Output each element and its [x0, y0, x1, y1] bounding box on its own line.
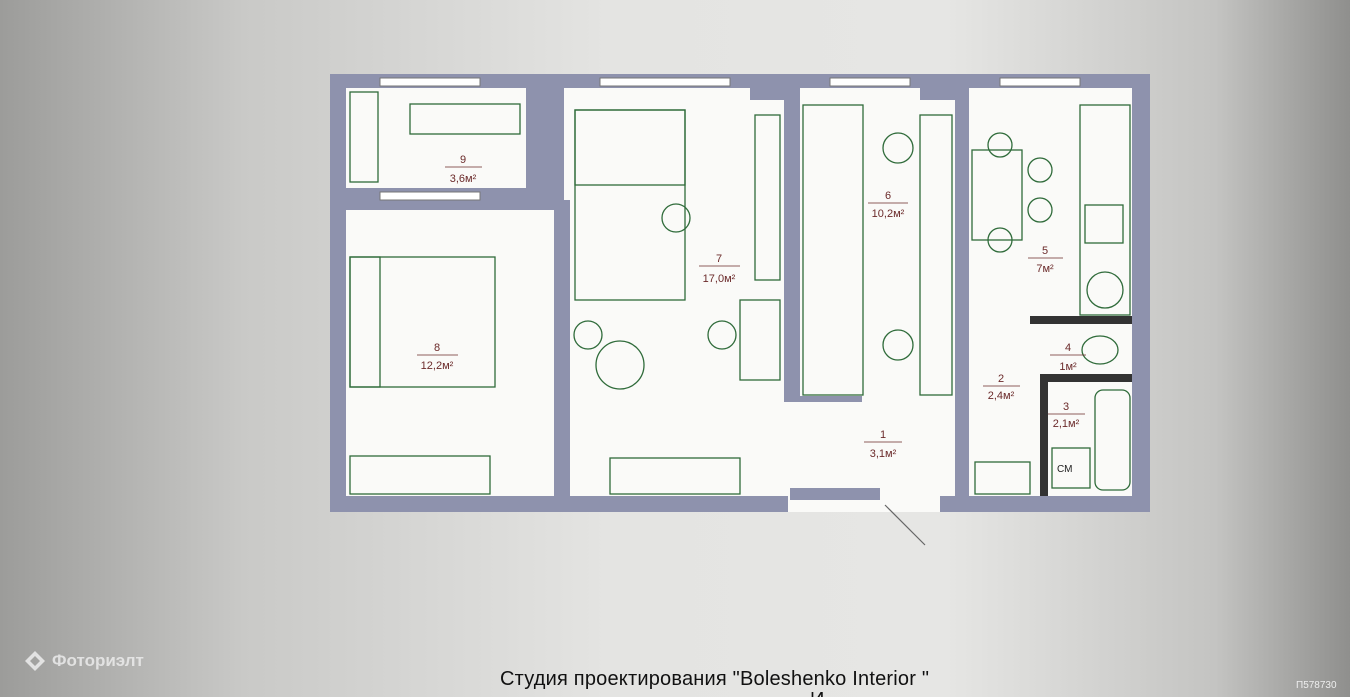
armchair	[595, 340, 645, 390]
room-number: 1	[880, 429, 886, 441]
room-area: 10,2м²	[872, 208, 905, 220]
room-area: 7м²	[1036, 263, 1054, 275]
chair-5	[1027, 157, 1053, 183]
desk-7	[739, 299, 781, 381]
storage-7	[609, 457, 741, 495]
window	[379, 191, 481, 201]
bunk-bed	[802, 104, 864, 396]
watermark: Фоториэлт	[24, 650, 144, 672]
caption-line-2: И	[810, 689, 824, 697]
wardrobe-9	[349, 91, 379, 183]
window	[599, 77, 731, 87]
wall-6-1	[800, 396, 862, 402]
wardrobe-8	[349, 455, 491, 495]
room-area: 3,6м²	[450, 173, 477, 185]
kitchen-counter	[1079, 104, 1131, 316]
wall-9-7	[526, 74, 564, 210]
room-number: 4	[1065, 342, 1071, 354]
plant	[661, 203, 691, 233]
storage-2	[974, 461, 1031, 495]
room-number: 2	[998, 373, 1004, 385]
walls	[330, 74, 1150, 512]
wall-5-4	[1030, 316, 1132, 324]
bathtub	[1094, 389, 1131, 491]
room-area: 2,4м²	[988, 390, 1015, 402]
plan-background	[330, 74, 1150, 512]
room-1: 1 3,1м²	[864, 429, 902, 460]
chair-5	[987, 132, 1013, 158]
desk-6	[919, 114, 953, 396]
room-area: 3,1м²	[870, 448, 897, 460]
sink	[1086, 271, 1124, 309]
room-9: 9 3,6м²	[445, 154, 482, 185]
fotorielt-logo-icon	[25, 651, 45, 671]
room-6: 6 10,2м²	[868, 190, 908, 220]
studio-caption: Студия проектирования "Boleshenko Interi…	[500, 668, 930, 690]
chair-5	[1027, 197, 1053, 223]
room-number: 5	[1042, 245, 1048, 257]
sofa-back	[574, 109, 686, 186]
pillar-7	[750, 74, 784, 100]
room-8: 8 12,2м²	[417, 342, 458, 372]
wall-left	[330, 74, 346, 512]
chair-5	[987, 227, 1013, 253]
room-area: 12,2м²	[421, 360, 454, 372]
windows	[379, 77, 1081, 201]
room-area: 17,0м²	[703, 273, 736, 285]
wall-bottom-left	[330, 496, 788, 512]
wall-2-3	[1040, 374, 1048, 496]
washer-label: СМ	[1057, 464, 1072, 475]
room-number: 9	[460, 154, 466, 166]
room-5: 5 7м²	[1028, 245, 1063, 275]
chair-6b	[882, 329, 914, 361]
room-2: 2 2,4м²	[983, 373, 1020, 402]
wall-6-5	[955, 74, 969, 498]
room-number: 7	[716, 253, 722, 265]
washing-machine	[1051, 447, 1091, 489]
room-number: 8	[434, 342, 440, 354]
wall-entrance	[790, 488, 880, 500]
watermark-text: Фоториэлт	[52, 651, 144, 670]
room-area: 1м²	[1059, 361, 1077, 373]
room-labels: 9 3,6м² 8 12,2м² 7 17,0м² 6 10,2м² 5 7м² 4 1м²…	[417, 154, 1086, 475]
shelving-7	[754, 114, 781, 281]
window	[999, 77, 1081, 87]
wall-8-7	[554, 200, 570, 496]
wall-right	[1132, 74, 1150, 512]
chair-7	[707, 320, 737, 350]
pillar-6	[920, 74, 955, 100]
headboard	[349, 256, 381, 388]
room-7: 7 17,0м²	[699, 253, 740, 285]
wall-4-3	[1040, 374, 1132, 382]
window	[379, 77, 481, 87]
furniture	[349, 91, 1131, 495]
entrance-door	[884, 504, 926, 546]
room-3: 3 2,1м²	[1048, 401, 1085, 430]
chair-6a	[882, 132, 914, 164]
room-number: 6	[885, 190, 891, 202]
room-4: 4 1м²	[1050, 342, 1086, 373]
room-number: 3	[1063, 401, 1069, 413]
wall-7-6	[784, 74, 800, 402]
exercise-equipment	[409, 103, 521, 135]
side-table	[573, 320, 603, 350]
stove	[1084, 204, 1124, 244]
window	[829, 77, 911, 87]
room-area: 2,1м²	[1053, 418, 1080, 430]
toilet	[1081, 335, 1119, 365]
listing-code: П578730	[1296, 680, 1337, 691]
wall-bottom-right	[940, 496, 1150, 512]
dining-table	[971, 149, 1023, 241]
